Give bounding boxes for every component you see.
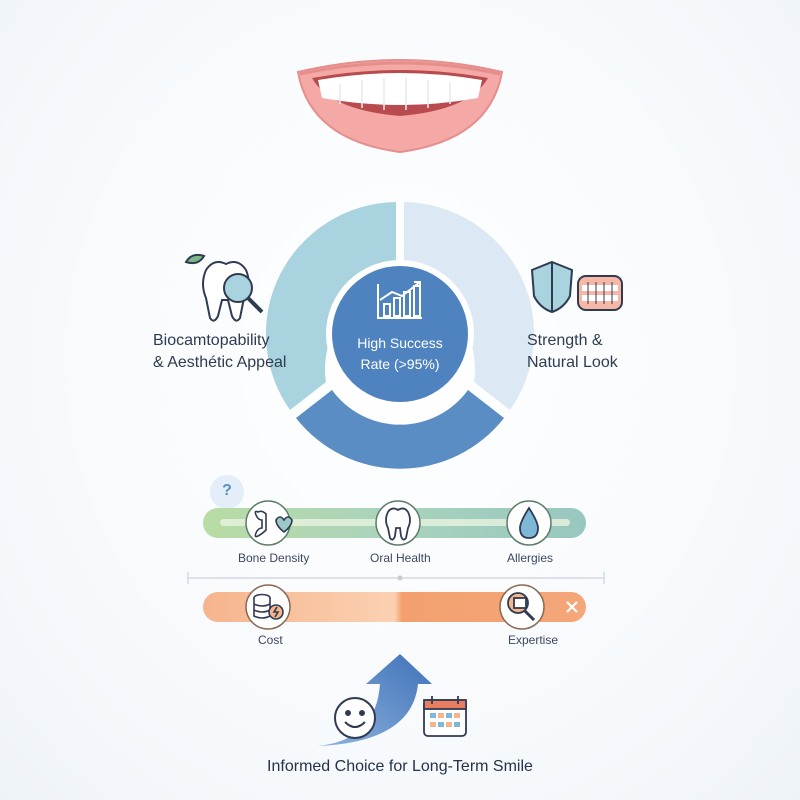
close-icon[interactable] [566, 601, 578, 613]
droplet-icon [519, 506, 539, 539]
center-label-line2: Rate (>95%) [360, 356, 440, 372]
segment-success [296, 390, 504, 469]
question-badge [210, 475, 244, 509]
center-label: High Success Rate (>95%) [340, 333, 460, 375]
label-oral-health: Oral Health [370, 551, 431, 565]
success-ring [265, 202, 535, 469]
footer-caption: Informed Choice for Long-Term Smile [267, 758, 533, 775]
left-label: Biocamtopability & Aesthétic Appeal [153, 330, 286, 374]
right-label-line2: Natural Look [527, 354, 618, 371]
cost-coins-icon [253, 593, 284, 620]
left-label-line2: & Aesthétic Appeal [153, 354, 287, 371]
left-label-line1: Biocamtopability [153, 332, 270, 349]
segment-strength [404, 202, 535, 410]
label-cost: Cost [258, 633, 283, 647]
label-allergies: Allergies [507, 551, 554, 565]
calendar-icon [423, 696, 467, 737]
shield-icon [530, 260, 574, 314]
label-bone-density: Bone Density [238, 551, 310, 565]
smile-icon [296, 59, 504, 154]
smiley-icon [334, 697, 376, 739]
right-label-line1: Strength & [527, 332, 603, 349]
dentures-icon [577, 275, 623, 311]
right-label: Strength & Natural Look [527, 330, 618, 374]
expertise-magnifier-icon [507, 592, 536, 622]
segment-biocompatibility [265, 202, 396, 410]
divider [187, 572, 605, 584]
question-mark: ? [222, 482, 232, 499]
bone-heart-icon [254, 510, 293, 538]
center-label-line1: High Success [357, 335, 443, 351]
upward-arrow [318, 654, 432, 746]
tooth-magnifier-icon [184, 253, 264, 322]
growth-chart-icon [377, 281, 422, 319]
tooth-icon [385, 507, 411, 541]
label-expertise: Expertise [508, 633, 559, 647]
